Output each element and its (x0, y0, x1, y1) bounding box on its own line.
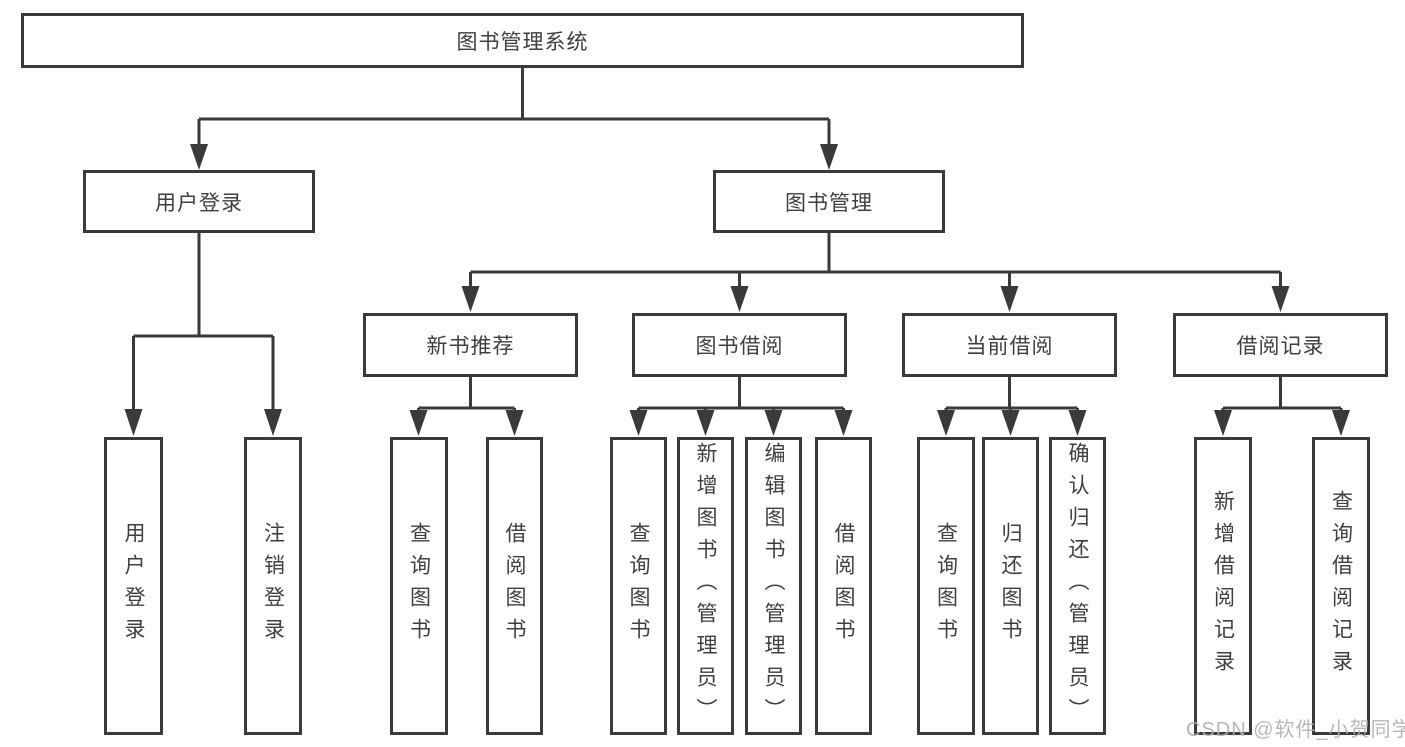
leaf-cb-confirm-return-admin-label: 确认归还（管理员） (1066, 442, 1089, 730)
leaf-br-add-record: 新增借阅记录 (1194, 437, 1252, 735)
node-current-borrow-label: 当前借阅 (965, 335, 1054, 358)
leaf-nbr-query-book-label: 查询图书 (407, 522, 431, 650)
leaf-logout-label: 注销登录 (261, 522, 285, 650)
node-user-login-label: 用户登录 (155, 191, 243, 215)
node-book-management: 图书管理 (713, 170, 945, 233)
node-new-book-recommend: 新书推荐 (363, 313, 578, 377)
leaf-bb-borrow-book-label: 借阅图书 (832, 522, 855, 650)
leaf-br-query-record: 查询借阅记录 (1312, 437, 1370, 735)
leaf-bb-add-book-admin: 新增图书（管理员） (677, 437, 734, 735)
node-borrow-record: 借阅记录 (1173, 313, 1388, 377)
leaf-cb-query-book-label: 查询图书 (934, 522, 958, 650)
node-current-borrow: 当前借阅 (902, 313, 1117, 377)
watermark-text: CSDN @软件_小贺同学 (1186, 719, 1405, 741)
leaf-cb-confirm-return-admin: 确认归还（管理员） (1049, 437, 1106, 735)
leaf-bb-query-book-label: 查询图书 (627, 522, 650, 650)
node-root-label: 图书管理系统 (456, 30, 589, 54)
node-book-borrow-label: 图书借阅 (695, 335, 784, 358)
node-root: 图书管理系统 (21, 13, 1024, 68)
arrowheads (124, 144, 1350, 436)
leaf-nbr-borrow-book: 借阅图书 (486, 437, 543, 735)
leaf-user-login-label: 用户登录 (122, 522, 145, 650)
leaf-nbr-borrow-book-label: 借阅图书 (503, 522, 526, 650)
leaf-user-login: 用户登录 (104, 437, 163, 735)
leaf-bb-add-book-admin-label: 新增图书（管理员） (694, 442, 717, 730)
leaf-bb-edit-book-admin: 编辑图书（管理员） (745, 437, 802, 735)
node-new-book-recommend-label: 新书推荐 (426, 335, 515, 358)
leaf-br-query-record-label: 查询借阅记录 (1329, 490, 1353, 682)
leaf-bb-borrow-book: 借阅图书 (815, 437, 872, 735)
leaf-br-add-record-label: 新增借阅记录 (1211, 490, 1235, 682)
connector-paths (132, 68, 1343, 412)
leaf-cb-query-book: 查询图书 (917, 437, 975, 735)
leaf-nbr-query-book: 查询图书 (390, 437, 448, 735)
node-borrow-record-label: 借阅记录 (1236, 335, 1325, 358)
leaf-bb-edit-book-admin-label: 编辑图书（管理员） (762, 442, 785, 730)
leaf-logout: 注销登录 (244, 437, 302, 735)
node-user-login: 用户登录 (83, 170, 315, 233)
node-book-borrow: 图书借阅 (632, 313, 847, 377)
node-book-management-label: 图书管理 (785, 191, 873, 215)
leaf-cb-return-book: 归还图书 (982, 437, 1039, 735)
leaf-cb-return-book-label: 归还图书 (999, 522, 1022, 650)
leaf-bb-query-book: 查询图书 (610, 437, 667, 735)
